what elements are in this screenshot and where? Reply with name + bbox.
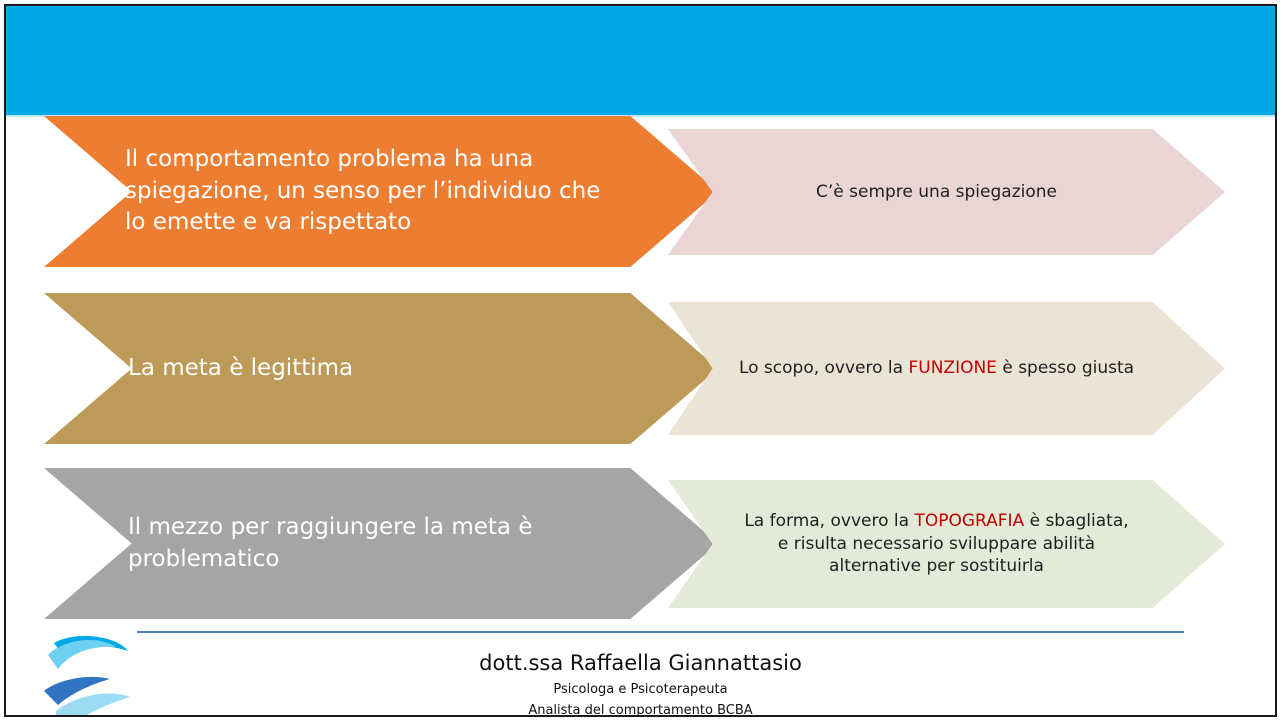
slide: Il comportamento problema ha una spiegaz… xyxy=(4,4,1277,717)
header-bar xyxy=(6,6,1275,115)
row3-left-chevron: Il mezzo per raggiungere la meta è probl… xyxy=(44,468,718,619)
row2-left-chevron: La meta è legittima xyxy=(44,293,718,444)
footer-name: dott.ssa Raffaella Giannattasio xyxy=(479,651,802,675)
logo-icon xyxy=(44,636,130,715)
row3-right-text: La forma, ovvero la TOPOGRAFIA è sbaglia… xyxy=(744,511,1129,577)
row1-right-chevron: C’è sempre una spiegazione xyxy=(668,129,1225,255)
row1-left-chevron: Il comportamento problema ha una spiegaz… xyxy=(44,116,718,267)
row2-highlight: FUNZIONE xyxy=(908,358,997,379)
row2-right-chevron: Lo scopo, ovvero la FUNZIONE è spesso gi… xyxy=(668,302,1225,435)
row1-right-text: C’è sempre una spiegazione xyxy=(816,181,1057,202)
row3-highlight: TOPOGRAFIA xyxy=(914,511,1025,532)
row1-left-text: Il comportamento problema ha una spiegaz… xyxy=(125,146,601,236)
row2-right-text: Lo scopo, ovvero la FUNZIONE è spesso gi… xyxy=(738,358,1135,379)
row3-right-chevron: La forma, ovvero la TOPOGRAFIA è sbaglia… xyxy=(668,480,1225,608)
footer-divider xyxy=(137,631,1184,633)
row3-left-text: Il mezzo per raggiungere la meta è probl… xyxy=(128,514,533,572)
footer-role-2: Analista del comportamento BCBA xyxy=(528,703,753,717)
row2-left-text: La meta è legittima xyxy=(128,354,354,381)
footer-role-1: Psicologa e Psicoterapeuta xyxy=(553,682,728,697)
header-divider xyxy=(6,115,1275,117)
